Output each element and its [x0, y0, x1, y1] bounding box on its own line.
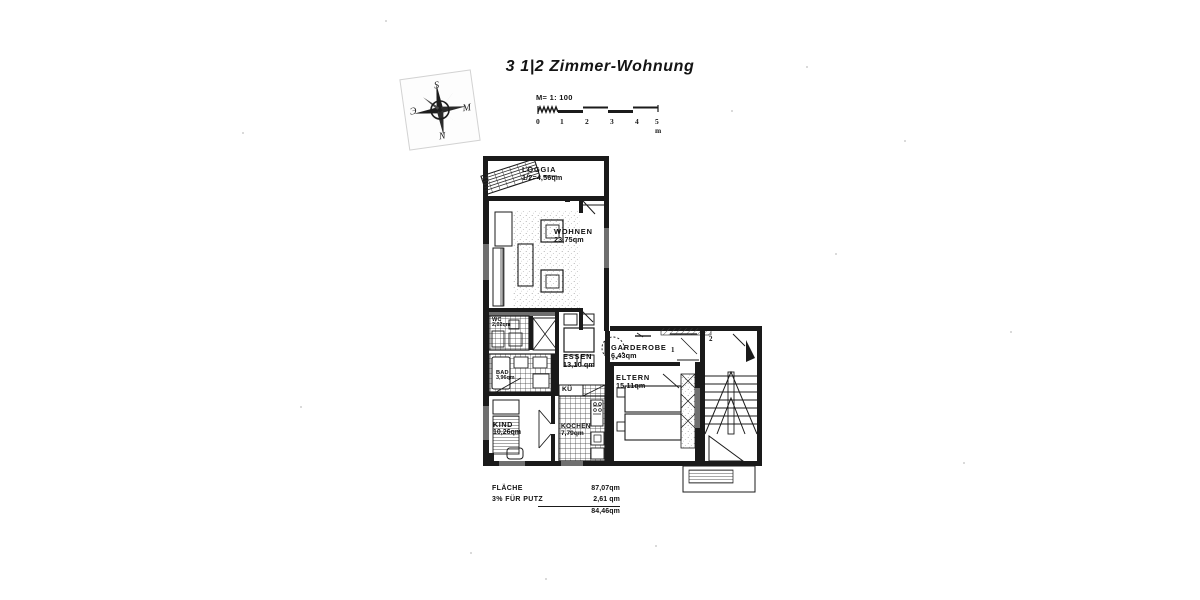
scale-tick-4: 4 — [635, 117, 639, 126]
room-label-wc: WC 2,02qm — [492, 317, 511, 329]
room-area-eltern: 15,11qm — [616, 380, 646, 390]
room-name-wohnen: WOHNEN — [554, 227, 593, 236]
scale-tick-5: 5 m — [655, 117, 662, 135]
scale-tick-1: 1 — [560, 117, 564, 126]
compass-rose: S N Э M — [399, 69, 481, 151]
room-name-wc: WC — [492, 317, 502, 323]
scale-label: M= 1: 100 — [536, 93, 573, 102]
room-label-wohnen: WOHNEN 23,75qm — [554, 228, 593, 244]
room-area-bad: 3,96qm — [496, 375, 515, 382]
room-label-essen: ESSEN 13,10 qm — [563, 353, 595, 369]
area-summary-block: FLÄCHE 87,07qm 3% FÜR PUTZ 2,61 qm 84,46… — [492, 484, 620, 518]
room-label-kind: KIND 10,26qm — [493, 421, 521, 436]
compass-star-icon — [414, 84, 466, 136]
summary-row-total: 84,46qm — [492, 507, 620, 518]
summary-value-putz: 2,61 qm — [593, 495, 620, 503]
summary-row-flaeche: FLÄCHE 87,07qm — [492, 484, 620, 495]
summary-row-putz: 3% FÜR PUTZ 2,61 qm — [492, 495, 620, 506]
stair-room-marker-2: 2 — [709, 335, 713, 343]
room-label-eltern: ELTERN 15,11qm — [616, 374, 650, 390]
room-name-garderobe: GARDEROBE — [611, 343, 667, 352]
stair-room-marker-1: 1 — [671, 346, 675, 354]
floor-plan-drawing: LOGGIA 1/2=4,56qm WOHNEN 23,75qm WC 2,02… — [465, 148, 775, 508]
scale-bar: M= 1: 100 0 1 2 3 4 5 m — [536, 93, 666, 135]
room-label-kochen: KOCHEN 7,79qm — [561, 423, 591, 437]
room-label-loggia: LOGGIA 1/2=4,56qm — [522, 166, 562, 182]
compass-east-label: Э — [409, 105, 418, 118]
room-name-bad: BAD — [496, 370, 509, 376]
compass-north-label: N — [438, 130, 447, 143]
room-name-eltern: ELTERN — [616, 373, 651, 382]
room-name-kind: KIND — [493, 420, 513, 429]
scale-tick-2: 2 — [585, 117, 589, 126]
room-area-essen: 13,10 qm — [563, 359, 595, 369]
room-area-wc: 2,02qm — [492, 322, 511, 329]
scale-tick-3: 3 — [610, 117, 614, 126]
room-name-loggia: LOGGIA — [522, 165, 557, 174]
scale-bar-graphic — [536, 103, 666, 117]
floor-plan-svg — [480, 156, 762, 493]
room-area-wohnen: 23,75qm — [554, 234, 584, 244]
summary-label-flaeche: FLÄCHE — [492, 485, 523, 492]
summary-value-flaeche: 87,07qm — [591, 485, 620, 492]
room-area-kind: 10,26qm — [493, 428, 522, 436]
room-name-kochen: KOCHEN — [561, 423, 591, 430]
summary-divider — [538, 505, 620, 507]
room-name-kuche: KÜ — [562, 386, 573, 393]
page-title: 3 1|2 Zimmer-Wohnung — [505, 58, 695, 75]
summary-value-total: 84,46qm — [591, 507, 620, 515]
scale-tick-labels: 0 1 2 3 4 5 m — [536, 117, 666, 135]
room-area-loggia: 1/2=4,56qm — [522, 172, 563, 182]
scale-tick-0: 0 — [536, 117, 540, 126]
room-label-bad: BAD 3,96qm — [496, 370, 515, 382]
room-label-garderobe: GARDEROBE 6,43qm — [611, 344, 667, 360]
room-name-essen: ESSEN — [563, 352, 593, 361]
room-area-garderobe: 6,43qm — [611, 350, 637, 360]
room-area-kochen: 7,79qm — [561, 430, 584, 438]
compass-west-label: M — [461, 102, 472, 115]
summary-label-putz: 3% FÜR PUTZ — [492, 495, 544, 503]
room-label-kuche: KÜ — [562, 386, 572, 393]
